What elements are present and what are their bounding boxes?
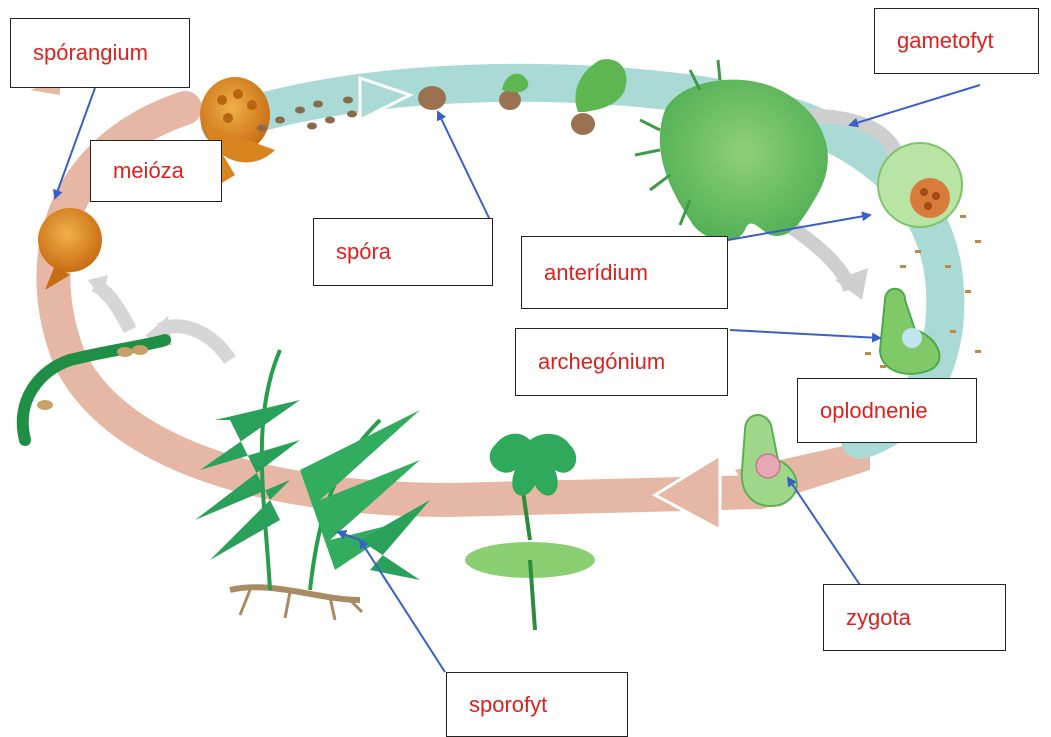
- antheridium-image: [878, 143, 962, 227]
- label-oplodnenie: oplodnenie: [797, 378, 977, 443]
- arrow-zygota: [788, 478, 860, 585]
- label-spora: spóra: [313, 218, 493, 286]
- label-archegonium: archegónium: [515, 328, 728, 396]
- label-sporofyt: sporofyt: [446, 672, 628, 737]
- arrow-spora: [438, 112, 490, 220]
- arrow-gametofyt: [850, 85, 980, 125]
- label-sporangium: spórangium: [10, 18, 190, 88]
- arrow-archegonium: [730, 330, 880, 338]
- diploid-arrowhead: [655, 455, 720, 530]
- label-zygota: zygota: [823, 584, 1006, 651]
- label-gametofyt: gametofyt: [874, 8, 1039, 74]
- label-anteridium: anterídium: [521, 236, 728, 309]
- young-sporophyte-image: [465, 434, 595, 630]
- spore-image: [418, 86, 446, 110]
- label-meioza: meióza: [90, 140, 222, 202]
- arrow-sporofyt: [360, 540, 445, 672]
